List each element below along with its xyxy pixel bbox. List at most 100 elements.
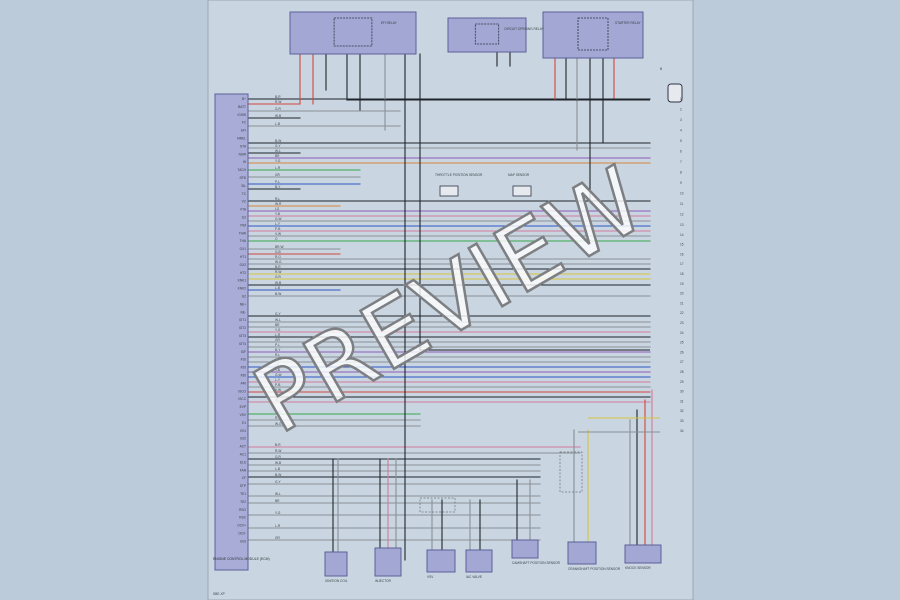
wire-code-label: Y-B [275, 212, 280, 216]
bottom-component [374, 547, 402, 577]
sensor-label: THROTTLE POSITION SENSOR [435, 173, 483, 177]
ecm-pin-label: THW [239, 231, 246, 235]
right-pin-number: 27 [680, 360, 684, 364]
footer-code: SBE-XP [213, 592, 225, 596]
wire-code-label: R-W [275, 270, 281, 274]
ecm-pin-label: TACH [238, 168, 247, 172]
component-label: CAMSHAFT POSITION SENSOR [512, 561, 561, 565]
wire-code-label: Y-G [275, 159, 281, 163]
wire-code-label: B-W [275, 292, 281, 296]
ecm-pin-label: E03 [240, 539, 246, 543]
right-pin-number: 19 [680, 282, 684, 286]
right-pin-number: 13 [680, 223, 684, 227]
wire-code-label: GR [275, 536, 280, 540]
right-pin-number: 6 [680, 150, 682, 154]
ecm-pin-label: G2 [242, 295, 246, 299]
bottom-component [426, 549, 456, 573]
right-pin-number: 10 [680, 192, 684, 196]
component-label: KNOCK SENSOR [625, 566, 651, 570]
wire-code-label: W-L [275, 149, 281, 153]
ecm-pin-label: KNK1 [238, 279, 247, 283]
bottom-component [624, 544, 662, 564]
ecm-pin-label: TE1 [240, 492, 246, 496]
right-pin-number: 14 [680, 233, 684, 237]
right-pin-number: 7 [680, 160, 682, 164]
component-label: IGNITION COIL [325, 579, 348, 583]
component-label: INJECTOR [375, 579, 392, 583]
ecm-pin-label: FC [242, 121, 247, 125]
ecm-pin-label: E01 [240, 429, 246, 433]
ecm-pin-label: EVP [240, 405, 246, 409]
ecm-pin-label: SPD [239, 176, 246, 180]
ecm-pin-label: ACT [240, 445, 246, 449]
relay-label: EFI RELAY [381, 21, 398, 25]
wire-code-label: BR [275, 499, 280, 503]
wire-code-label: V-W [275, 388, 281, 392]
ecm-pin-label: E02 [240, 437, 246, 441]
wire-code-label: G-B [275, 250, 281, 254]
wire-code-label: W-L [275, 318, 281, 322]
ecm-pin-label: KNK2 [238, 287, 247, 291]
wire-code-label: P-B [275, 383, 280, 387]
wire-code-label: W-B [275, 114, 281, 118]
wire-code-label: B-W [275, 139, 281, 143]
right-pin-number: 24 [680, 331, 684, 335]
ecm-pin-label: EFI [241, 129, 246, 133]
wire-code-label: P-B [275, 227, 280, 231]
ecm-pin-label: SIL [241, 184, 246, 188]
wire-code-label: B-Y [275, 185, 281, 189]
relay-coil [474, 23, 500, 45]
ecm-pin-label: OCV- [238, 532, 246, 536]
right-pin-number: 30 [680, 390, 684, 394]
sensor-label: MAP SENSOR [508, 173, 530, 177]
bottom-component [465, 549, 493, 573]
component-layer [214, 11, 683, 577]
right-pin-number: 21 [680, 301, 684, 305]
relay-label: CIRCUIT OPENING RELAY [504, 27, 544, 31]
ecm-pin-label: #20 [241, 366, 247, 370]
ecm-pin-label: #40 [241, 381, 247, 385]
wire-code-label: L-Y [275, 378, 281, 382]
relay-coil [577, 17, 609, 51]
right-pin-number: 29 [680, 380, 684, 384]
wire-code-label: BR-W [275, 245, 284, 249]
wire-code-label: W-L [275, 492, 281, 496]
wire-code-label: L-R [275, 166, 281, 170]
ecm-pin-label: W [243, 160, 246, 164]
wire-code-label: V-W [275, 232, 281, 236]
wire-code-label: R-L [275, 353, 280, 357]
right-pin-number: 26 [680, 350, 684, 354]
ecm-pin-label: FAN [240, 468, 247, 472]
relay-coil [333, 17, 373, 47]
wire-code-label: B-R [275, 95, 281, 99]
right-pin-number: 18 [680, 272, 684, 276]
right-pin-number: 1 [680, 97, 682, 101]
wire-code-label: GR [275, 338, 280, 342]
component-label: IAC VALVE [466, 575, 482, 579]
ecm-pin-label: IGF [241, 350, 246, 354]
ecm-pin-label: #30 [241, 374, 247, 378]
ecm-pin-label: IGT1 [239, 318, 246, 322]
right-pin-number: 2 [680, 108, 682, 112]
wire-code-label: W-B [275, 461, 281, 465]
ecm-pin-label: IGT2 [239, 326, 246, 330]
right-pin-number: 5 [680, 139, 682, 143]
ecm-pin-label: OX1 [240, 247, 247, 251]
ecm-pin-label: PIM [240, 223, 246, 227]
right-pin-number: 17 [680, 262, 684, 266]
right-pin-number: 16 [680, 252, 684, 256]
ecm-pin-label: B+ [242, 97, 246, 101]
relay-box [542, 11, 644, 59]
ecm-pin-label: OX2 [240, 263, 247, 267]
ecm-pin-label: #10 [241, 358, 247, 362]
wire-code-label: G-W [275, 217, 282, 221]
wire-code-label: G-R [275, 107, 282, 111]
ecm-pin-label: RSC [239, 516, 246, 520]
wire-code-label: G-Y [275, 144, 282, 148]
wire-code-label: Y-G [275, 511, 281, 515]
relay-label: STARTER RELAY [615, 21, 642, 25]
wire-code-label: W-G [275, 422, 282, 426]
wire-code-label: W-R [275, 202, 282, 206]
